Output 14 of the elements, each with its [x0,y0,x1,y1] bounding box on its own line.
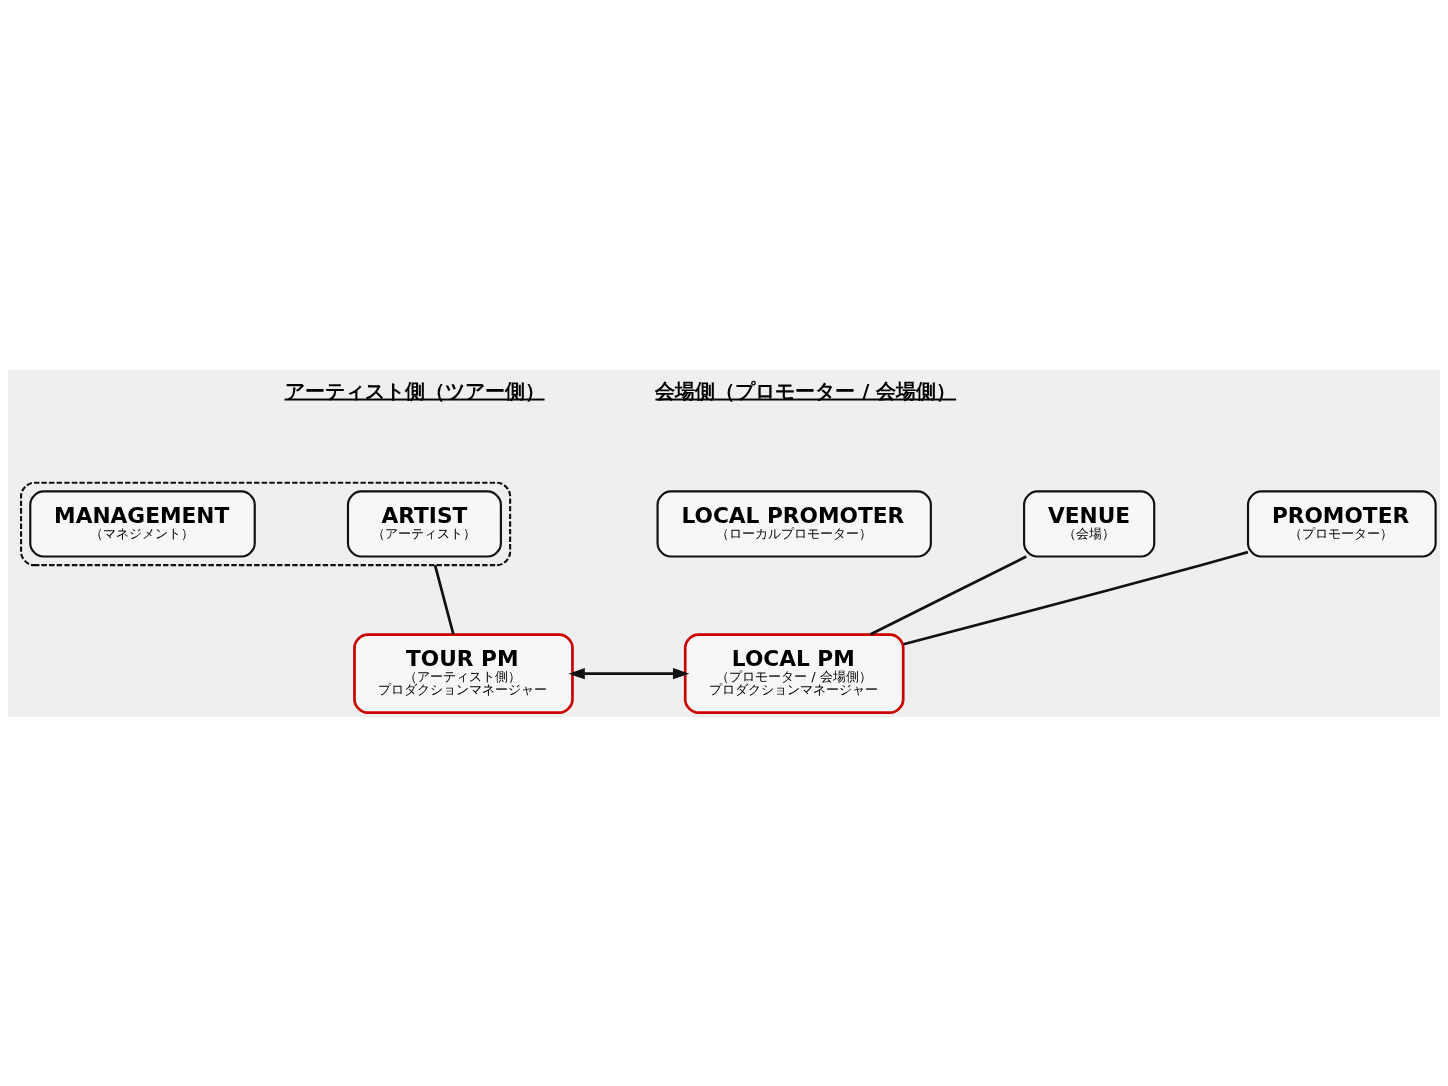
connector [870,554,1027,636]
cluster [19,481,512,566]
node-box: TOUR PM （アーティスト側） プロダクションマネージャー [353,632,574,714]
node-box: PROMOTER （プロモーター） [1246,489,1437,558]
label: アーティスト側（ツアー側） [284,379,545,403]
node-box: LOCAL PM （プロモーター / 会場側） プロダクションマネージャー [683,632,905,714]
arrow [568,667,690,679]
connector [433,564,455,634]
node-box: VENUE （会場） [1023,489,1156,558]
node-box: MANAGEMENT （マネジメント） [29,489,256,558]
node-box: ARTIST （アーティスト） [346,489,502,558]
node-box: LOCAL PROMOTER （ローカルプロモーター） [656,489,932,558]
label: 会場側（プロモーター / 会場側） [655,379,957,403]
connector [903,550,1249,646]
